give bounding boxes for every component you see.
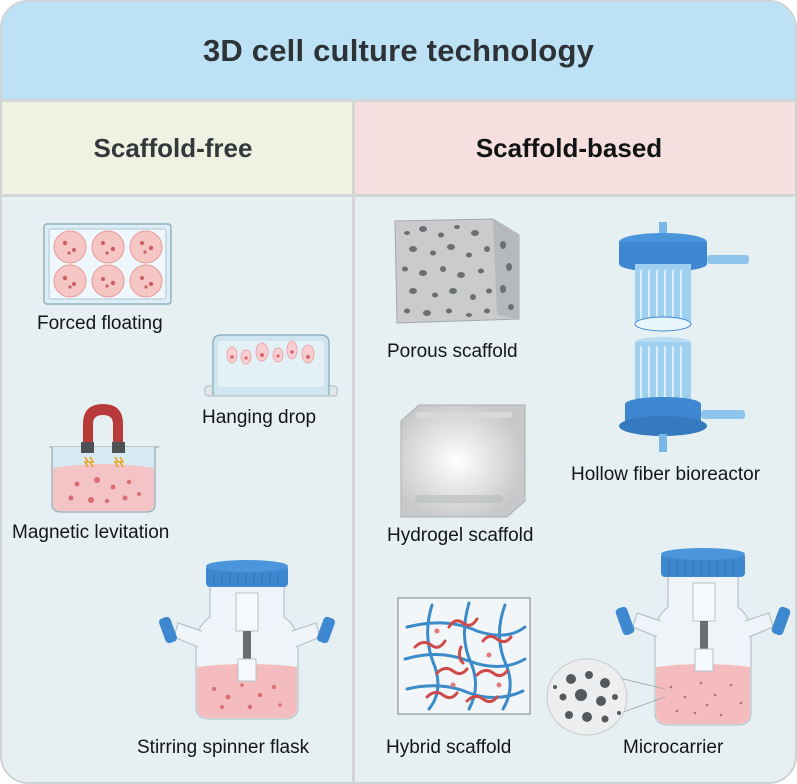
diagram-title: 3D cell culture technology [202,32,595,68]
hollow-fiber-bioreactor-label: Hollow fiber bioreactor [571,464,761,485]
forced-floating-label: Forced floating [37,313,163,334]
hydrogel-scaffold-label: Hydrogel scaffold [387,525,534,546]
microcarrier-flask-icon [546,548,791,736]
scaffold-based-header: Scaffold-based [355,102,795,197]
multiwell-plate-icon [43,223,172,305]
diagram-header: 3D cell culture technology [2,2,795,102]
forced-floating-item: Forced floating [2,197,352,347]
porous-scaffold-label: Porous scaffold [387,341,518,362]
magnetic-levitation-label: Magnetic levitation [12,522,170,543]
hollow-fiber-bioreactor-item: Hollow fiber bioreactor [555,197,795,497]
scaffold-free-panel: Forced floating Hanging drop [2,197,352,782]
hybrid-scaffold-item: Hybrid scaffold [355,592,555,782]
hanging-drop-icon [204,334,338,397]
microcarrier-label: Microcarrier [623,737,724,758]
spinner-flask-icon [159,560,335,720]
scaffold-based-panel: Porous scaffold [355,197,795,782]
scaffold-based-title: Scaffold-based [475,132,663,163]
hanging-drop-label: Hanging drop [202,407,317,428]
hollow-fiber-bioreactor-icon [619,222,749,452]
scaffold-free-title: Scaffold-free [93,132,253,163]
porous-sponge-icon [394,218,520,324]
hybrid-scaffold-label: Hybrid scaffold [386,737,512,758]
magnet-beaker-icon [49,404,159,513]
stirring-spinner-flask-item: Stirring spinner flask [2,557,352,782]
hydrogel-scaffold-item: Hydrogel scaffold [355,397,555,557]
scaffold-free-header: Scaffold-free [2,102,352,197]
microcarrier-item: Microcarrier [545,537,795,782]
stirring-spinner-flask-label: Stirring spinner flask [137,737,310,758]
column-divider [352,102,355,782]
hydrogel-cube-icon [400,404,526,518]
hybrid-network-icon [397,597,531,715]
magnetic-levitation-item: Magnetic levitation [2,402,352,552]
hanging-drop-item: Hanging drop [192,322,352,432]
porous-scaffold-item: Porous scaffold [355,197,555,367]
